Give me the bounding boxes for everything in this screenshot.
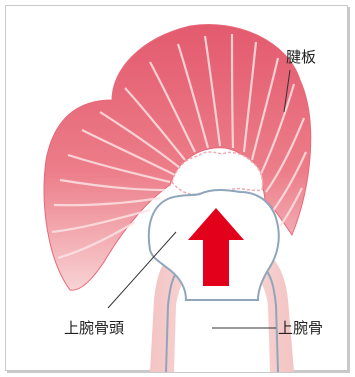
label-humerus: 上腕骨 [278, 319, 323, 337]
label-tendon-plate: 腱板 [286, 48, 316, 66]
label-humeral-head: 上腕骨頭 [64, 319, 124, 337]
